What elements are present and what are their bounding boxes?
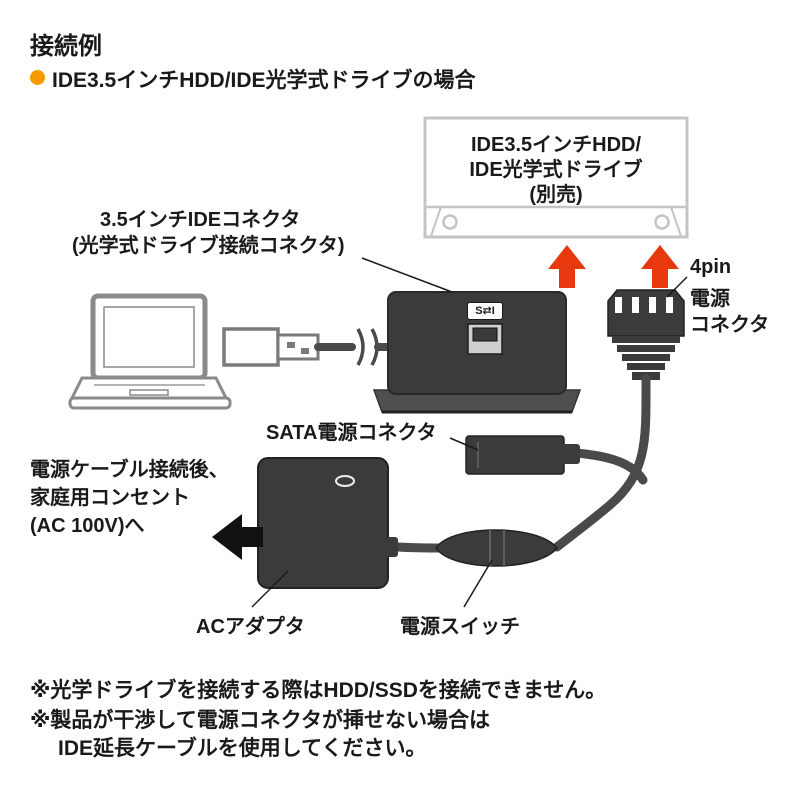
hdd-box-label-line2: IDE光学式ドライブ xyxy=(469,159,643,181)
leader-ide-connector xyxy=(361,257,453,293)
ac-adapter xyxy=(257,457,398,589)
leader-4pin xyxy=(666,276,688,298)
power-switch xyxy=(435,529,558,567)
4pin-label-line2: 電源 xyxy=(690,288,730,310)
adapter-unit xyxy=(372,291,582,414)
sata-label: SATA電源コネクタ xyxy=(266,422,437,444)
outlet-note-line1: 電源ケーブル接続後、 xyxy=(30,459,229,481)
ide-connector-label-line2: (光学式ドライブ接続コネクタ) xyxy=(72,235,345,257)
hdd-box-label-line1: IDE3.5インチHDD/ xyxy=(470,134,642,156)
red-up-arrow-left xyxy=(548,245,586,288)
footnote-1: ※光学ドライブを接続する際はHDD/SSDを接続できません。 xyxy=(30,679,607,702)
outlet-note-line2: 家庭用コンセント xyxy=(30,487,190,509)
hdd-box-label-line3: (別売) xyxy=(529,184,583,206)
4pin-label-line1: 4pin xyxy=(690,256,732,278)
led-indicator xyxy=(335,475,355,487)
case-subtitle: IDE3.5インチHDD/IDE光学式ドライブの場合 xyxy=(52,69,476,92)
leader-power-switch xyxy=(463,559,493,608)
footnote-3: IDE延長ケーブルを使用してください。 xyxy=(58,737,427,760)
hdd-box-label: IDE3.5インチHDD/ IDE光学式ドライブ (別売) xyxy=(427,133,685,208)
ac-adapter-label: ACアダプタ xyxy=(196,616,305,638)
laptop xyxy=(68,293,232,410)
outlet-note-line3: (AC 100V)へ xyxy=(30,515,145,537)
leader-ac-adapter xyxy=(251,570,289,608)
4pin-label-line3: コネクタ xyxy=(690,314,770,336)
orange-bullet-icon xyxy=(30,70,45,85)
leader-sata xyxy=(449,437,479,451)
footnote-2: ※製品が干渉して電源コネクタが挿せない場合は xyxy=(30,709,490,732)
hdd-drive-box xyxy=(423,116,689,239)
power-switch-label: 電源スイッチ xyxy=(400,616,520,638)
usb-cable xyxy=(314,328,398,366)
sata-power-connector xyxy=(465,435,580,475)
usb-plug xyxy=(222,327,320,367)
leader-lines xyxy=(251,257,688,608)
red-up-arrow-right xyxy=(641,245,679,288)
outlet-left-arrow xyxy=(212,514,263,560)
page-title: 接続例 xyxy=(30,33,102,60)
ide-connector-label-line1: 3.5インチIDEコネクタ xyxy=(100,209,301,231)
4pin-power-connector xyxy=(607,289,685,380)
adapter-switch-glyph: S⇄I xyxy=(467,302,503,320)
